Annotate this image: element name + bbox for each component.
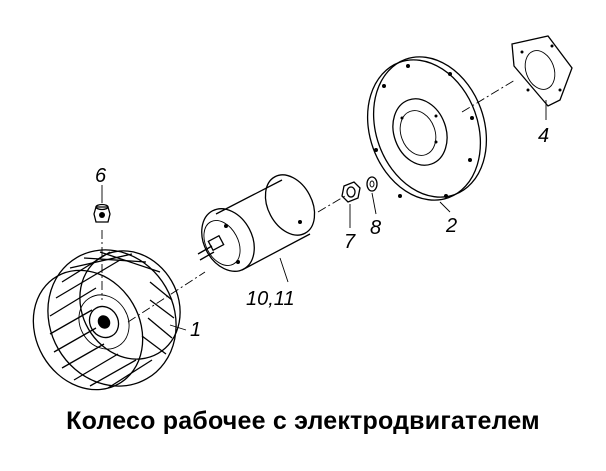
callout-2: 2 bbox=[445, 215, 457, 237]
axis-line-1 bbox=[127, 271, 206, 323]
callout-8: 8 bbox=[370, 217, 381, 239]
callout-1: 1 bbox=[190, 319, 201, 341]
gasket-part bbox=[511, 35, 573, 120]
leader-2 bbox=[439, 201, 451, 213]
leader-8 bbox=[371, 192, 377, 215]
leader-10-11 bbox=[279, 257, 289, 283]
axis-line-2 bbox=[317, 195, 346, 213]
nut-part bbox=[341, 181, 361, 228]
fan-wheel-part bbox=[32, 249, 181, 391]
exploded-view-drawing: 6 1 10,11 7 8 2 4 bbox=[32, 35, 573, 391]
leader-1 bbox=[169, 324, 187, 331]
callout-7: 7 bbox=[344, 231, 356, 253]
motor-part bbox=[197, 174, 316, 283]
washer-part bbox=[366, 176, 378, 215]
axis-line-3 bbox=[461, 79, 516, 113]
diagram-caption: Колесо рабочее с электродвигателем bbox=[66, 407, 540, 435]
top-nut-part bbox=[93, 185, 111, 223]
flange-plate-part bbox=[366, 56, 488, 213]
callout-10-11: 10,11 bbox=[246, 288, 295, 310]
callout-6: 6 bbox=[95, 165, 107, 187]
callout-4: 4 bbox=[538, 125, 549, 147]
